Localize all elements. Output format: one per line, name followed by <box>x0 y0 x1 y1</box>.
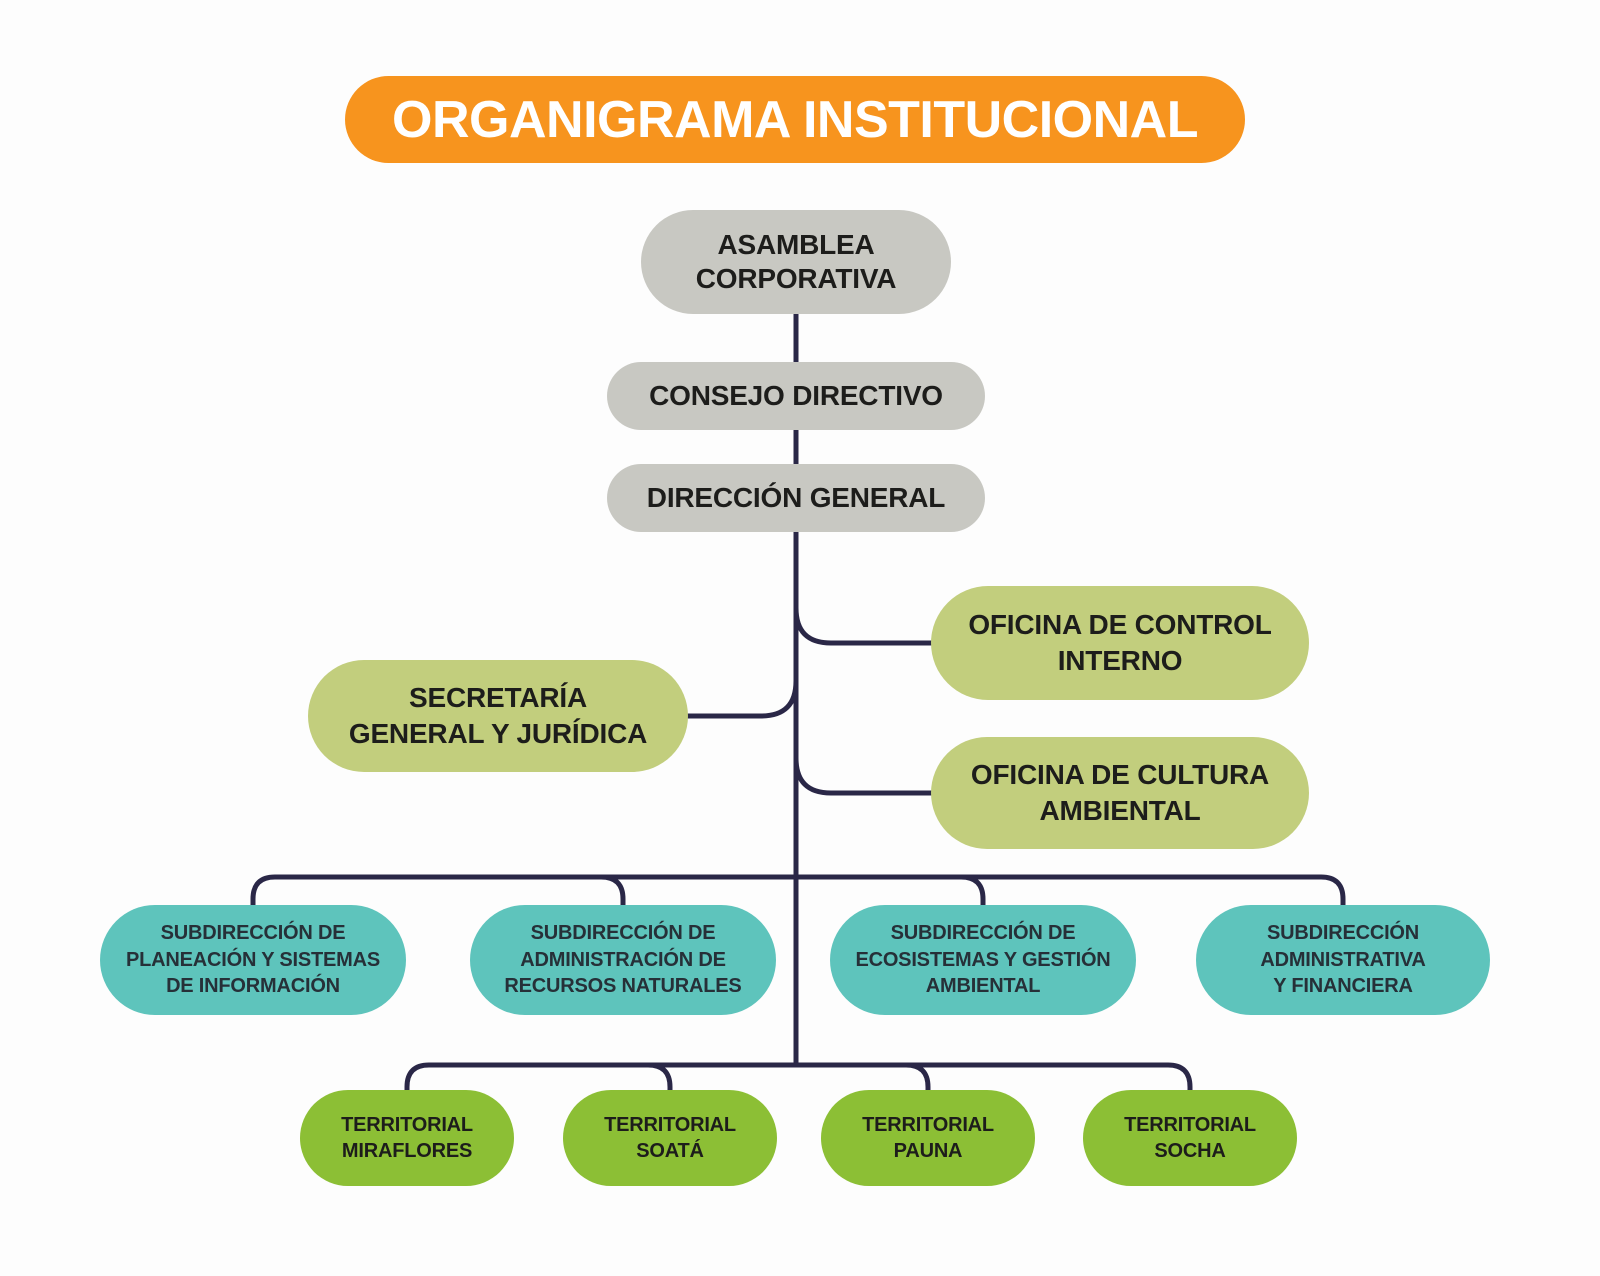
node-asamblea-corporativa: ASAMBLEA CORPORATIVA <box>641 210 951 314</box>
node-subdireccion-recursos-naturales: SUBDIRECCIÓN DE ADMINISTRACIÓN DE RECURS… <box>470 905 776 1015</box>
node-label: SUBDIRECCIÓN DE <box>160 922 346 945</box>
node-territorial-soata: TERRITORIAL SOATÁ <box>563 1090 777 1186</box>
node-direccion-general: DIRECCIÓN GENERAL <box>607 464 985 532</box>
node-oficina-control-interno: OFICINA DE CONTROL INTERNO <box>931 586 1309 700</box>
connector-drop-sub-recursos <box>600 874 626 908</box>
node-label: SUBDIRECCIÓN DE <box>530 922 716 945</box>
node-label: ASAMBLEA <box>717 228 875 260</box>
node-label: SOATÁ <box>636 1140 704 1162</box>
node-label: MIRAFLORES <box>341 1140 473 1162</box>
node-label: PLANEACIÓN Y SISTEMAS <box>126 948 380 971</box>
connector-drop-terr-pauna <box>905 1062 931 1093</box>
node-consejo-directivo: CONSEJO DIRECTIVO <box>607 362 985 430</box>
node-territorial-socha: TERRITORIAL SOCHA <box>1083 1090 1297 1186</box>
node-label: Y FINANCIERA <box>1273 975 1413 998</box>
page-title: ORGANIGRAMA INSTITUCIONAL <box>345 76 1245 163</box>
node-label: CORPORATIVA <box>695 263 897 294</box>
node-label: TERRITORIAL <box>862 1113 994 1136</box>
node-oficina-cultura-ambiental: OFICINA DE CULTURA AMBIENTAL <box>931 737 1309 849</box>
node-territorial-pauna: TERRITORIAL PAUNA <box>821 1090 1035 1186</box>
node-label: ECOSISTEMAS Y GESTIÓN <box>855 948 1111 971</box>
node-label: RECURSOS NATURALES <box>504 975 742 998</box>
node-label: PAUNA <box>893 1140 963 1162</box>
node-territorial-miraflores: TERRITORIAL MIRAFLORES <box>300 1090 514 1186</box>
connector-secretaria <box>686 680 799 719</box>
node-label: TERRITORIAL <box>1124 1113 1256 1136</box>
node-label: AMBIENTAL <box>925 975 1041 998</box>
node-subdireccion-planeacion: SUBDIRECCIÓN DE PLANEACIÓN Y SISTEMAS DE… <box>100 905 406 1015</box>
node-label: DE INFORMACIÓN <box>166 975 340 998</box>
node-label: SUBDIRECCIÓN DE <box>890 922 1076 945</box>
node-label: GENERAL Y JURÍDICA <box>348 718 648 749</box>
node-label: INTERNO <box>1057 645 1183 676</box>
node-label: CONSEJO DIRECTIVO <box>649 379 943 411</box>
node-label: DIRECCIÓN GENERAL <box>646 481 946 513</box>
connector-control-interno <box>793 607 938 646</box>
node-label: ADMINISTRACIÓN DE <box>520 948 726 971</box>
connector-subdireccion-bus <box>250 874 1346 908</box>
node-label: AMBIENTAL <box>1039 795 1201 826</box>
node-label: SECRETARÍA <box>409 682 587 714</box>
connector-territorial-bus <box>404 1062 1193 1093</box>
node-secretaria-general: SECRETARÍA GENERAL Y JURÍDICA <box>308 660 688 772</box>
node-label: TERRITORIAL <box>341 1113 473 1136</box>
connector-drop-terr-soata <box>647 1062 673 1093</box>
node-label: OFICINA DE CONTROL <box>968 609 1272 641</box>
connector-cultura-ambiental <box>793 757 938 796</box>
node-label: OFICINA DE CULTURA <box>970 759 1270 791</box>
connector-drop-sub-ecosistemas <box>960 874 986 908</box>
node-subdireccion-administrativa: SUBDIRECCIÓN ADMINISTRATIVA Y FINANCIERA <box>1196 905 1490 1015</box>
node-label: SUBDIRECCIÓN <box>1266 922 1420 945</box>
node-label: SOCHA <box>1154 1140 1226 1162</box>
node-label: TERRITORIAL <box>604 1113 736 1136</box>
node-subdireccion-ecosistemas: SUBDIRECCIÓN DE ECOSISTEMAS Y GESTIÓN AM… <box>830 905 1136 1015</box>
node-label: ADMINISTRATIVA <box>1260 948 1426 971</box>
